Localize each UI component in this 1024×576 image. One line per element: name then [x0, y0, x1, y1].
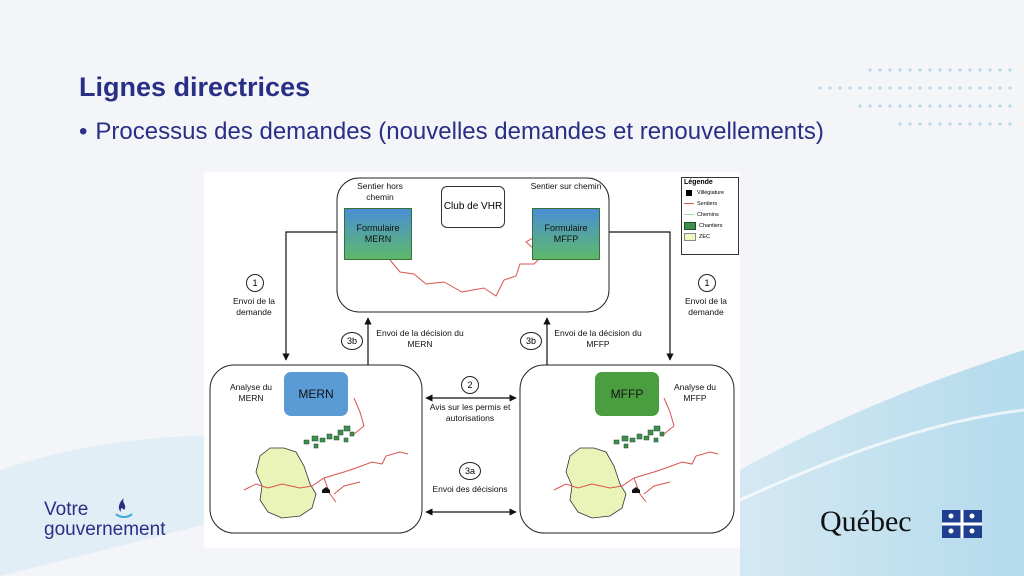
bullet-dot-icon: •	[79, 118, 88, 145]
mern-badge: MERN	[284, 372, 348, 416]
map-legend: Légende Villégiature Sentiers Chemins Ch…	[681, 177, 739, 255]
club-vhr-label: Club de VHR	[443, 200, 503, 212]
step-3a-marker: 3a	[459, 462, 481, 480]
step-1-right-marker: 1	[698, 274, 716, 292]
mern-form: Formulaire MERN	[344, 208, 412, 260]
step-2-marker: 2	[461, 376, 479, 394]
step-2-text: Avis sur les permis et autorisations	[429, 402, 511, 423]
on-road-trail-label: Sentier sur chemin	[530, 181, 602, 191]
right-request-arrow	[609, 231, 674, 361]
zec-swatch-icon	[684, 232, 696, 241]
mffp-analysis-label: Analyse du MFFP	[673, 382, 717, 403]
road-line-icon	[684, 214, 694, 215]
step-3b-left-marker: 3b	[341, 332, 363, 350]
legend-item: Chantiers	[682, 220, 738, 231]
legend-item: Chemins	[682, 209, 738, 220]
quebec-logo-text: Québec	[820, 505, 912, 538]
legend-item-label: Villégiature	[697, 189, 725, 196]
trail-line-icon	[684, 203, 694, 204]
legend-item: Villégiature	[682, 187, 738, 198]
process-diagram: Sentier hors chemin Formulaire MERN Club…	[204, 172, 740, 548]
logo-line-2: gouvernement	[44, 519, 166, 540]
legend-title: Légende	[684, 179, 713, 186]
step-3b-right-text: Envoi de la décision du MFFP	[554, 328, 642, 349]
mern-analysis-label: Analyse du MERN	[229, 382, 273, 403]
step-1-left-marker: 1	[246, 274, 264, 292]
legend-item: ZEC	[682, 231, 738, 242]
step-3b-right-marker: 3b	[520, 332, 542, 350]
logo-line-1: Votre	[44, 499, 89, 520]
left-request-arrow	[282, 231, 337, 361]
slide-title: Lignes directrices	[79, 72, 311, 102]
legend-item-label: Chemins	[697, 211, 719, 218]
worksite-swatch-icon	[684, 221, 696, 230]
step-1-left-text: Envoi de la demande	[232, 296, 276, 317]
legend-item-label: Sentiers	[697, 200, 718, 207]
legend-item: Sentiers	[682, 198, 738, 209]
bullet-text: Processus des demandes (nouvelles demand…	[95, 118, 824, 145]
club-vhr-box: Club de VHR	[441, 186, 505, 228]
flame-icon	[115, 498, 133, 518]
house-icon	[686, 189, 692, 196]
fleur-de-lis-flag-icon	[942, 510, 982, 538]
step-1-right-text: Envoi de la demande	[684, 296, 728, 317]
legend-item-label: ZEC	[699, 233, 710, 240]
off-road-trail-label: Sentier hors chemin	[357, 181, 403, 202]
bullet-item: • Processus des demandes (nouvelles deman…	[79, 118, 824, 146]
left-map	[243, 397, 409, 519]
votre-gouvernement-logo: Votre gouvernement	[44, 500, 165, 539]
right-map	[553, 397, 719, 519]
step-3b-left-text: Envoi de la décision du MERN	[376, 328, 464, 349]
legend-item-label: Chantiers	[699, 222, 723, 229]
mern-form-label: Formulaire MERN	[356, 223, 400, 244]
mffp-badge: MFFP	[595, 372, 659, 416]
mffp-form-label: Formulaire MFFP	[544, 223, 588, 244]
step-3a-text: Envoi des décisions	[432, 484, 508, 494]
mffp-form: Formulaire MFFP	[532, 208, 600, 260]
